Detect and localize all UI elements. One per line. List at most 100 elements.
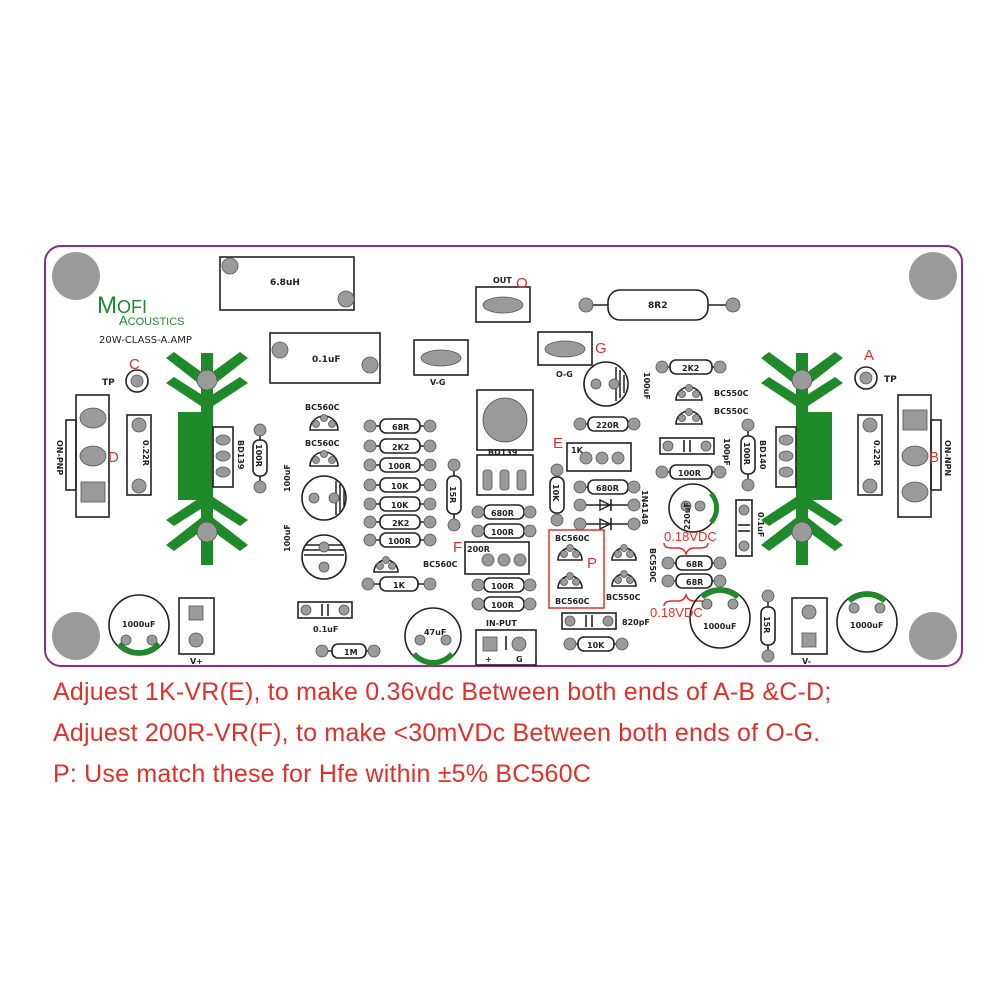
label-cap-100pf: 100pF	[722, 438, 731, 466]
label-r-100r-right2: 100R	[678, 469, 701, 478]
r100r-left-body	[252, 439, 268, 477]
label-r-15r-mid: 15R	[448, 486, 457, 503]
og-connector	[537, 331, 593, 366]
label-ladder-100r-b: 100R	[388, 537, 411, 546]
label-q-bc550c-4: BC550C	[606, 593, 641, 602]
pad	[778, 434, 794, 446]
pad	[778, 450, 794, 462]
label-bd139-left: BD139	[236, 440, 245, 470]
label-input-g: G	[516, 655, 523, 664]
label-r-220r: 220R	[596, 421, 619, 430]
label-og: O-G	[556, 370, 573, 379]
pad	[862, 417, 878, 433]
label-cap-01uf-small: 0.1uF	[313, 625, 338, 634]
pad	[188, 605, 204, 621]
pad	[901, 481, 929, 503]
marker-c: C	[129, 356, 140, 373]
marker-p: P	[587, 555, 597, 572]
on-npn-notch	[930, 419, 942, 491]
marker-018v-bottom: 0.18VDC	[650, 605, 703, 620]
label-r022-left: 0.22R	[141, 440, 150, 466]
r-100r-right2	[669, 464, 713, 480]
pad	[253, 423, 267, 437]
label-r-680r-mid: 680R	[491, 509, 514, 518]
pad	[271, 341, 289, 359]
pad	[511, 636, 527, 652]
tp-right	[859, 371, 873, 385]
pad	[862, 478, 878, 494]
label-r-680r-right: 680R	[596, 484, 619, 493]
input-connector	[475, 629, 537, 666]
cap-100uf-left	[301, 475, 347, 521]
label-q-bc550c-1: BC550C	[714, 389, 749, 398]
pad	[253, 480, 267, 494]
label-inductor: 6.8uH	[270, 278, 300, 288]
cap-820pf	[561, 612, 617, 630]
pad	[725, 297, 741, 313]
r022-right-box	[857, 414, 883, 496]
label-r-15r-right: 15R	[762, 616, 771, 633]
label-on-pnp: ON-PNP	[55, 440, 64, 475]
marker-b: B	[929, 449, 939, 466]
pad	[131, 417, 147, 433]
r8r2-body	[607, 289, 709, 321]
marker-f: F	[453, 539, 462, 556]
label-input-plus: +	[485, 655, 492, 664]
label-r-200r: 200R	[467, 545, 490, 554]
marker-d: D	[108, 449, 119, 466]
label-cap-820pf: 820pF	[622, 618, 650, 627]
pad	[221, 257, 239, 275]
label-r-1k: 1K	[393, 581, 406, 590]
out-connector	[475, 286, 531, 323]
pad	[801, 604, 817, 620]
r-15r-right	[760, 606, 776, 646]
r-10k-vert	[549, 476, 565, 514]
vg-connector	[413, 339, 469, 376]
r-15r-mid	[446, 475, 462, 515]
label-r-100r-mid1: 100R	[491, 528, 514, 537]
vminus-connector	[791, 597, 828, 655]
bd139-center	[476, 389, 534, 496]
label-tp-right: TP	[884, 375, 897, 385]
label-vplus: V+	[190, 657, 203, 666]
pad	[215, 434, 231, 446]
pad	[901, 445, 929, 467]
cap-01uf-vert	[735, 499, 753, 557]
marker-g: G	[595, 340, 607, 357]
instruction-matched-pair: P: Use match these for Hfe within ±5% BC…	[53, 760, 592, 788]
inductor-box	[219, 256, 355, 311]
pad	[215, 450, 231, 462]
label-r-2k2-right: 2K2	[682, 364, 699, 373]
vr-1k	[566, 442, 632, 472]
label-r-100r-mid2: 100R	[491, 582, 514, 591]
label-bd140: BD140	[758, 440, 767, 470]
r-68r-2	[675, 573, 713, 589]
heatsink-right	[761, 352, 843, 565]
label-cap-220uf: 220uF	[683, 502, 692, 530]
pad	[131, 478, 147, 494]
label-r-10k-vert: 10K	[551, 484, 560, 502]
board-model: 20W-CLASS-A.AMP	[99, 335, 192, 346]
label-cap-100uf-left2: 100uF	[283, 524, 292, 552]
cap-100uf-left2	[301, 534, 347, 580]
label-tp-left: TP	[102, 378, 115, 388]
pcb-layout: .outline{fill:#fff;stroke:#8e2c8e;stroke…	[44, 245, 963, 667]
mount-hole-br	[909, 612, 957, 660]
label-r-68r-2: 68R	[686, 578, 703, 587]
label-cap-film: 0.1uF	[312, 355, 341, 365]
pad	[361, 356, 379, 374]
marker-018v-top: 0.18VDC	[664, 529, 717, 544]
label-q-bc560c-top1: BC560C	[305, 403, 340, 412]
marker-e: E	[553, 435, 563, 452]
label-r-100r-mid3: 100R	[491, 601, 514, 610]
label-cap-47uf: 47uF	[424, 628, 446, 637]
r-10k-bottom	[577, 636, 615, 652]
label-ladder-2k2-a: 2K2	[392, 443, 409, 452]
pad	[188, 632, 204, 648]
r022-left-box	[126, 414, 152, 496]
pad	[337, 290, 355, 308]
label-bd139-center: BD139	[488, 448, 518, 457]
label-out: OUT	[493, 276, 512, 285]
label-r-1m: 1M	[344, 648, 358, 657]
label-r-100r-right: 100R	[742, 442, 751, 465]
